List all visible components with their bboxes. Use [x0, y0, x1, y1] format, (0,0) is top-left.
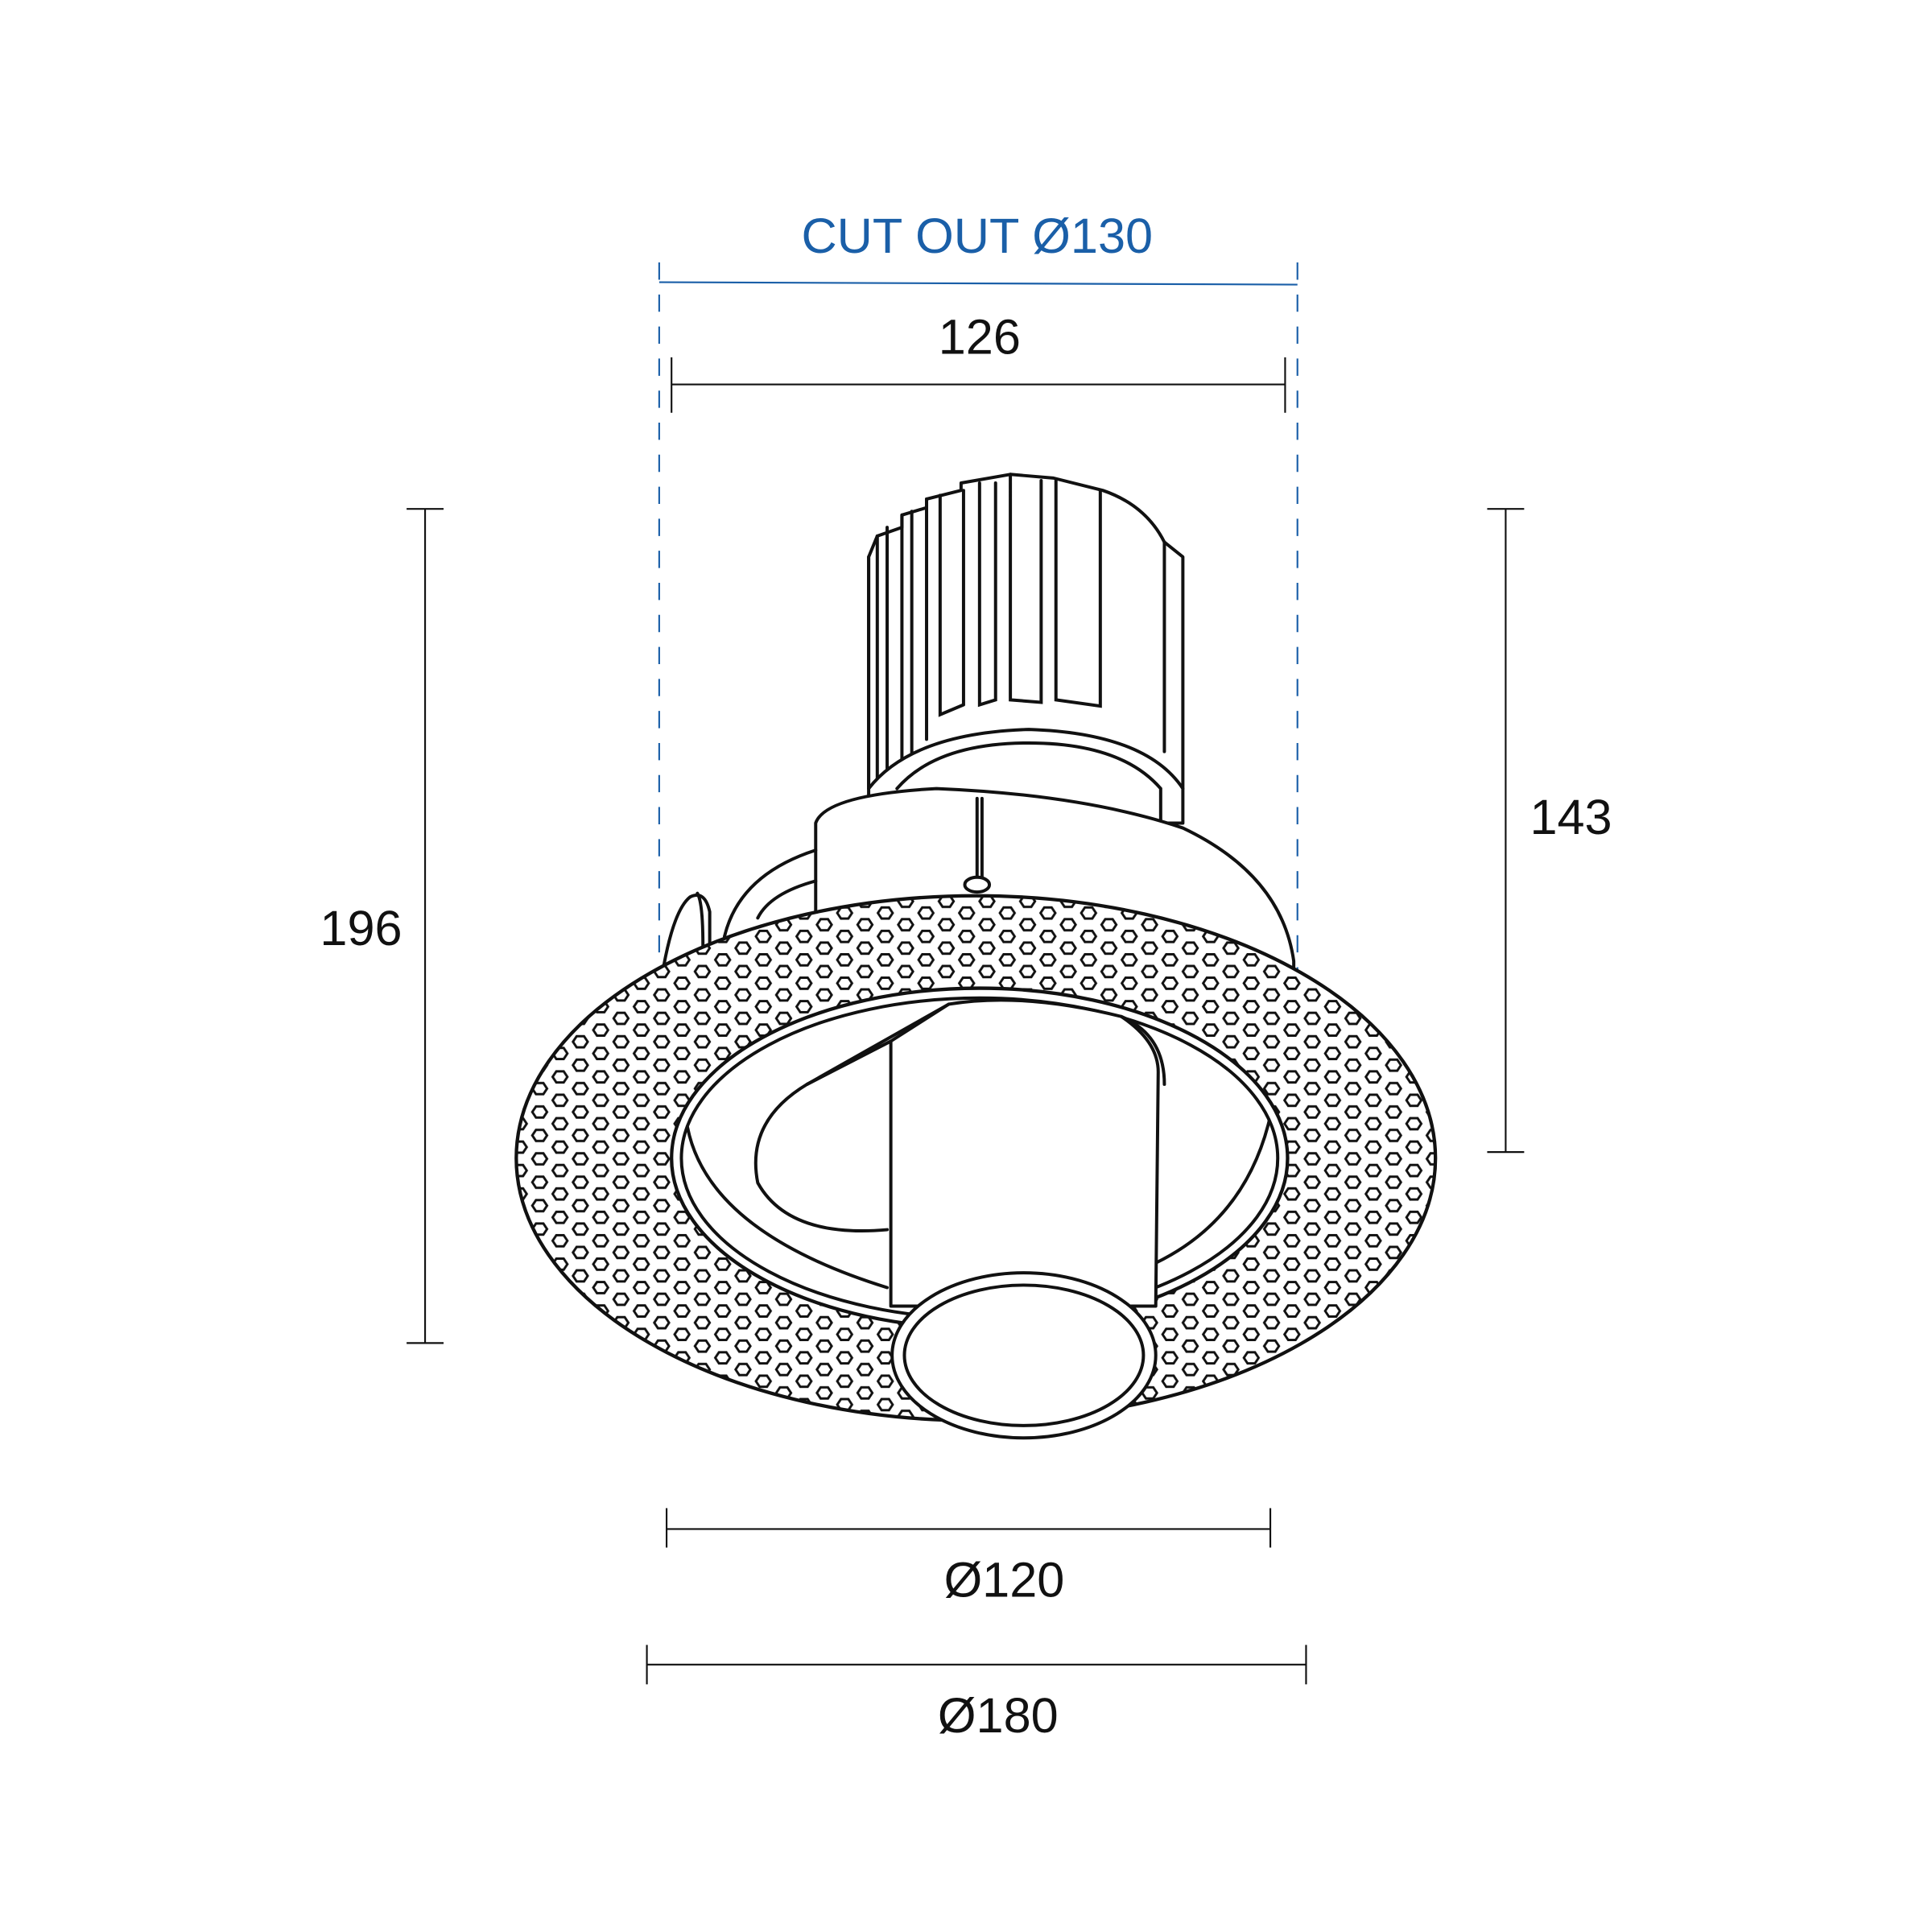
top-width-label: 126 — [939, 309, 1021, 364]
inner-diameter-label: Ø120 — [944, 1553, 1065, 1608]
heat-sink — [867, 473, 1185, 825]
cut-out-line — [658, 281, 1298, 286]
gimbal-body — [686, 998, 1271, 1308]
lens-cylinder — [890, 1271, 1158, 1440]
outer-diameter-label: Ø180 — [938, 1688, 1059, 1743]
perforated-trim — [514, 894, 1438, 1422]
adjustment-screw — [963, 875, 992, 894]
total-height-label: 196 — [320, 901, 402, 956]
top-width-dimension: 126 — [671, 309, 1286, 413]
lens — [902, 1283, 1146, 1427]
recess-height-label: 143 — [1530, 790, 1612, 844]
recess-height-dimension: 143 — [1487, 508, 1612, 1154]
inner-diameter-dimension: Ø120 — [665, 1508, 1272, 1608]
cut-out-label: CUT OUT Ø130 — [801, 208, 1153, 263]
luminaire-illustration — [514, 473, 1438, 1440]
outer-diameter-dimension: Ø180 — [646, 1645, 1307, 1743]
total-height-dimension: 196 — [320, 508, 444, 1344]
cut-out-dimension: CUT OUT Ø130 — [658, 208, 1298, 993]
